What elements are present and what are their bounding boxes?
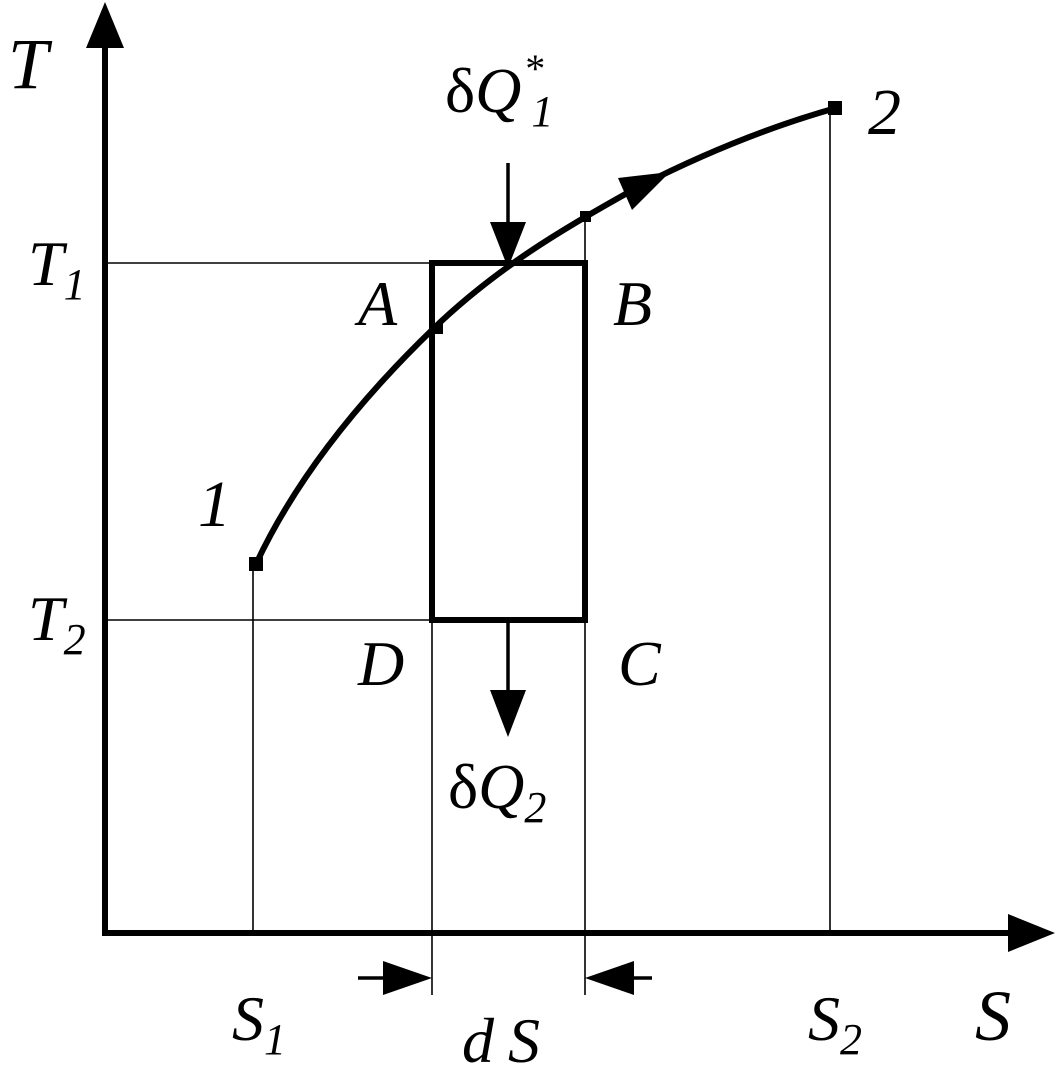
s1-label: S1 — [232, 983, 286, 1064]
point-a-marker — [432, 323, 443, 334]
s-axis-arrowhead — [1008, 914, 1055, 952]
point-1-label: 1 — [198, 468, 231, 541]
heat-in-label: δQ*1 — [445, 46, 553, 136]
heat-out-label: δQ2 — [448, 751, 546, 832]
ds-right-arrowhead — [585, 961, 634, 995]
t1-label: T1 — [28, 228, 86, 309]
corner-d-label: D — [357, 628, 404, 699]
t-axis-arrowhead — [86, 2, 124, 48]
heat-in-arrowhead — [490, 222, 526, 268]
s-axis-label: S — [975, 976, 1011, 1056]
ds-left-arrowhead — [383, 961, 432, 995]
heat-out-arrowhead — [490, 690, 526, 737]
process-curve — [253, 105, 837, 566]
t-axis-label: T — [8, 24, 53, 104]
point-2-label: 2 — [868, 76, 901, 149]
t2-label: T2 — [28, 583, 86, 664]
corner-c-label: C — [618, 628, 662, 699]
point-b-curve-marker — [580, 211, 591, 222]
point-1-marker — [249, 557, 263, 571]
carnot-cycle-rect — [429, 260, 588, 623]
s2-label: S2 — [808, 983, 862, 1064]
corner-a-label: A — [354, 268, 398, 339]
point-2-marker — [828, 101, 842, 115]
process-direction-arrowhead — [618, 172, 670, 210]
corner-b-label: B — [613, 268, 652, 339]
